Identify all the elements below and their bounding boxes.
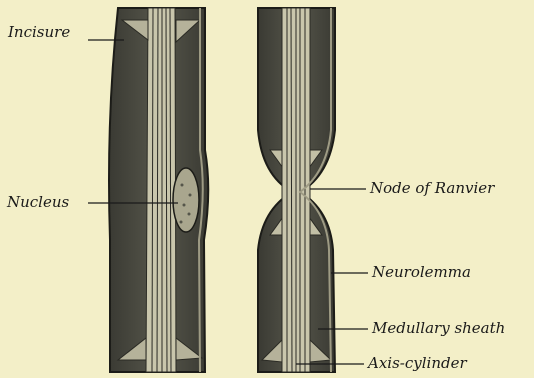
left-nucleus	[173, 168, 199, 232]
label-node-of-ranvier: Node of Ranvier	[370, 181, 494, 196]
label-axis-cylinder: Axis-cylinder	[368, 356, 467, 371]
label-incisure: Incisure	[8, 25, 70, 40]
label-medullary-sheath: Medullary sheath	[372, 321, 505, 336]
right-nerve-fiber	[258, 8, 335, 372]
label-nucleus: Nucleus	[7, 195, 69, 210]
label-neurolemma: Neurolemma	[372, 265, 471, 280]
left-nerve-fiber	[109, 8, 208, 372]
left-axis-band	[146, 8, 176, 372]
